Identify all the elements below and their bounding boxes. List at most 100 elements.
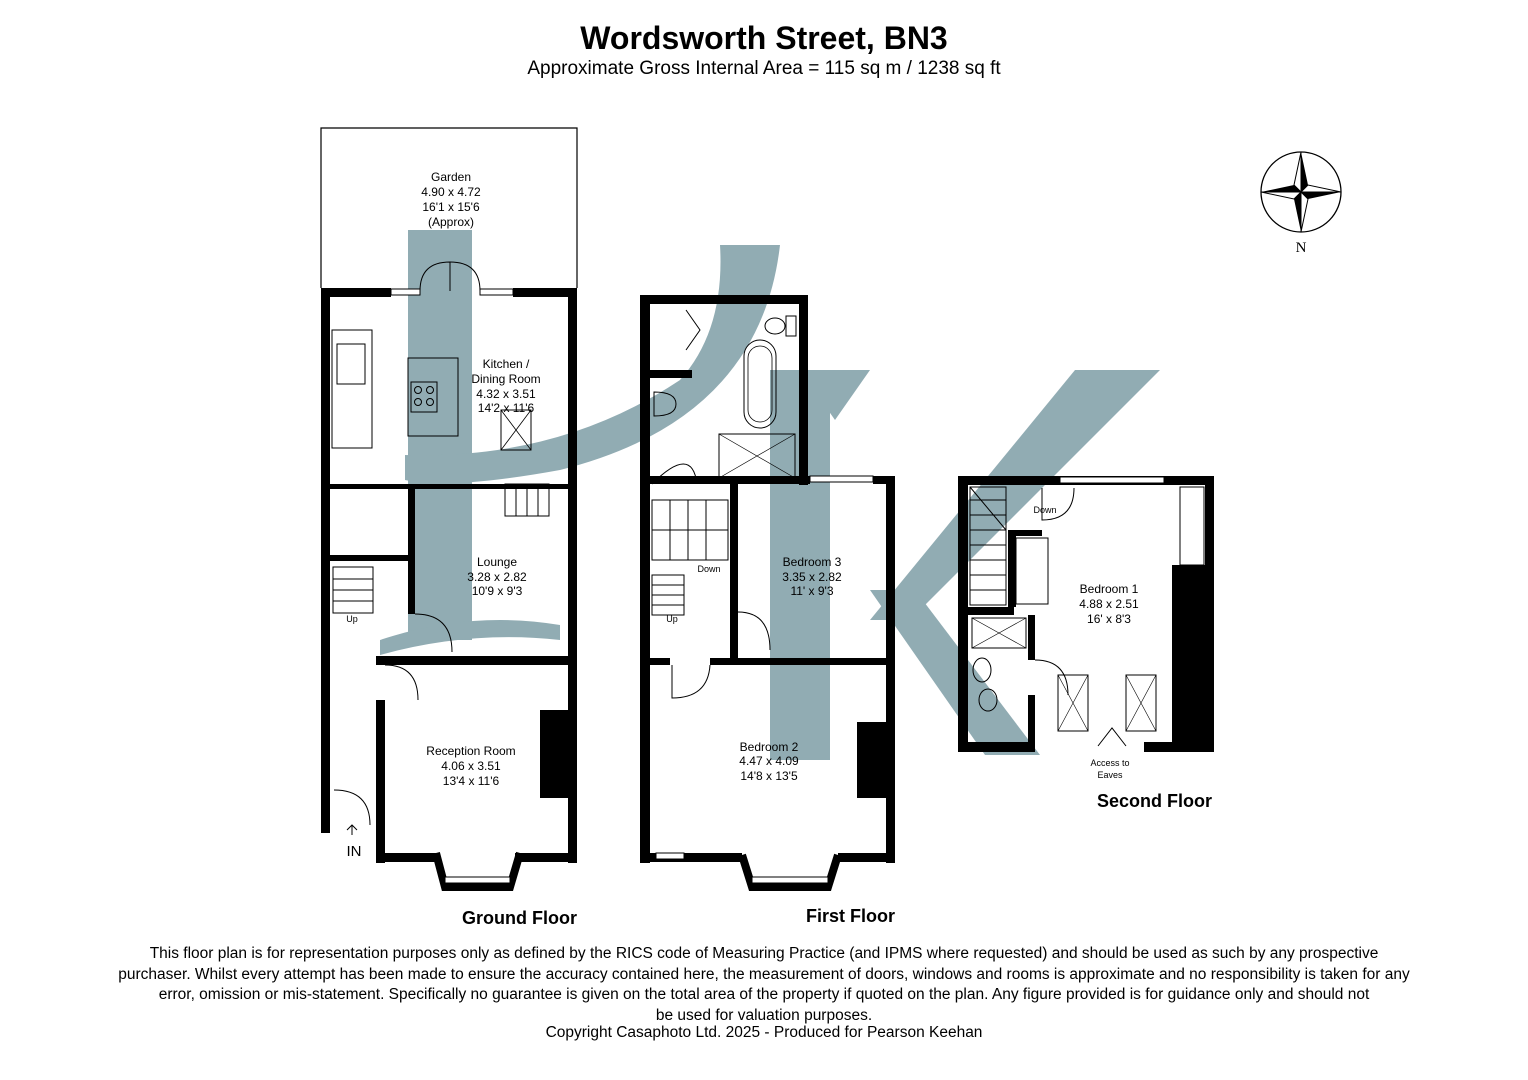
room-note-garden: (Approx) (428, 215, 474, 229)
kitchen-worktop (331, 329, 373, 449)
wall (968, 607, 1014, 615)
room-metric-lounge: 3.28 x 2.82 (467, 570, 527, 584)
room-name-garden: Garden (431, 170, 471, 184)
floor-label-second: Second Floor (1097, 791, 1213, 811)
watermark-stroke (408, 230, 472, 640)
stairs-down-label-second: Down (1033, 505, 1056, 515)
skylight (1057, 674, 1089, 732)
hob-ring (414, 398, 422, 406)
wall (640, 295, 650, 863)
wall (650, 370, 692, 378)
watermark-stroke (405, 245, 780, 484)
wall (376, 853, 436, 862)
room-imperial-garden: 16'1 x 15'6 (422, 200, 480, 214)
wall (321, 288, 330, 833)
compass-rose: N (1260, 151, 1342, 256)
wall (1028, 615, 1035, 660)
wall (330, 555, 408, 561)
wall (710, 658, 895, 665)
door-swing (651, 463, 698, 485)
ground-walls (321, 288, 577, 863)
entrance-arrow-icon (346, 824, 358, 835)
room-imperial-bedroom2: 14'8 x 13'5 (740, 769, 798, 783)
bath-icon (743, 339, 777, 429)
eaves-wall (1172, 565, 1214, 752)
bay-window (432, 851, 524, 891)
gross-area-subtitle: Approximate Gross Internal Area = 115 sq… (527, 58, 1001, 79)
first-walls (640, 295, 895, 863)
watermark-stroke (870, 590, 1040, 755)
window (390, 288, 421, 296)
wall (515, 853, 577, 862)
door-swing (414, 613, 453, 653)
wall (1205, 476, 1214, 566)
window (655, 852, 685, 860)
wall (1028, 695, 1035, 752)
room-metric-bedroom2: 4.47 x 4.09 (739, 754, 799, 768)
shower-tray-lines (718, 433, 796, 479)
room-imperial-bedroom3: 11' x 9'3 (790, 584, 833, 598)
room-imperial-kitchen: 14'2 x 11'6 (478, 401, 535, 415)
hob-icon (410, 381, 438, 413)
room-metric-garden: 4.90 x 4.72 (421, 185, 481, 199)
compass-point (1294, 192, 1301, 232)
stairs-up-label-ground: Up (346, 614, 358, 624)
first-stairs (651, 499, 729, 616)
hob-ring (426, 398, 434, 406)
compass-point (1301, 152, 1308, 192)
disclaimer-line: be used for valuation purposes. (655, 1006, 873, 1024)
second-stairs (969, 486, 1049, 606)
stairs (969, 486, 1007, 606)
compass-point (1260, 191, 1303, 200)
eaves-access-label-line1: Access to (1090, 758, 1129, 768)
wall (958, 742, 1034, 752)
hob-ring (414, 386, 422, 394)
shower-tray-icon (971, 617, 1027, 649)
wall (330, 484, 408, 489)
watermark-stroke (380, 620, 560, 655)
floor-label-first: First Floor (806, 906, 895, 926)
wall (513, 288, 577, 297)
wall (650, 658, 670, 665)
window (479, 288, 514, 296)
bath-inner (747, 345, 773, 423)
front-door-swing (333, 789, 371, 826)
room-labels: Garden 4.90 x 4.72 16'1 x 15'6 (Approx) … (346, 170, 1139, 860)
shower-tray-icon (718, 433, 796, 479)
stair-treads (969, 486, 1007, 591)
garden-outline (320, 127, 578, 288)
wall (640, 295, 808, 304)
watermark-stroke (800, 370, 870, 420)
watermark-logo (380, 230, 1160, 760)
room-name-bedroom1: Bedroom 1 (1080, 582, 1139, 596)
room-name-kitchen-line2: Dining Room (471, 372, 540, 386)
window (1059, 476, 1165, 484)
cupboard-door (685, 309, 701, 351)
wall (686, 370, 692, 378)
room-name-lounge: Lounge (477, 555, 517, 569)
eaves-hatch (1097, 727, 1127, 747)
wall (886, 476, 895, 863)
door-swing (671, 664, 711, 699)
compass-point (1293, 151, 1302, 194)
french-door-right (449, 261, 481, 292)
room-metric-bedroom3: 3.35 x 2.82 (782, 570, 842, 584)
wall (730, 484, 738, 658)
door-swing (1034, 659, 1069, 696)
wall (321, 288, 391, 297)
ground-stairs (332, 483, 550, 614)
watermark-stroke (870, 370, 1160, 620)
compass-point (1261, 185, 1301, 192)
stair-treads (333, 578, 373, 602)
wall (1008, 530, 1016, 607)
chimney-breast (857, 722, 886, 798)
skylight-cross (500, 409, 532, 451)
wall (376, 700, 385, 863)
skylight (500, 409, 532, 451)
window (809, 475, 874, 483)
french-door-left (419, 261, 451, 292)
wall (568, 288, 577, 863)
eaves-access-label-line2: Eaves (1097, 770, 1123, 780)
hob-ring (426, 386, 434, 394)
sink-icon (336, 343, 366, 385)
